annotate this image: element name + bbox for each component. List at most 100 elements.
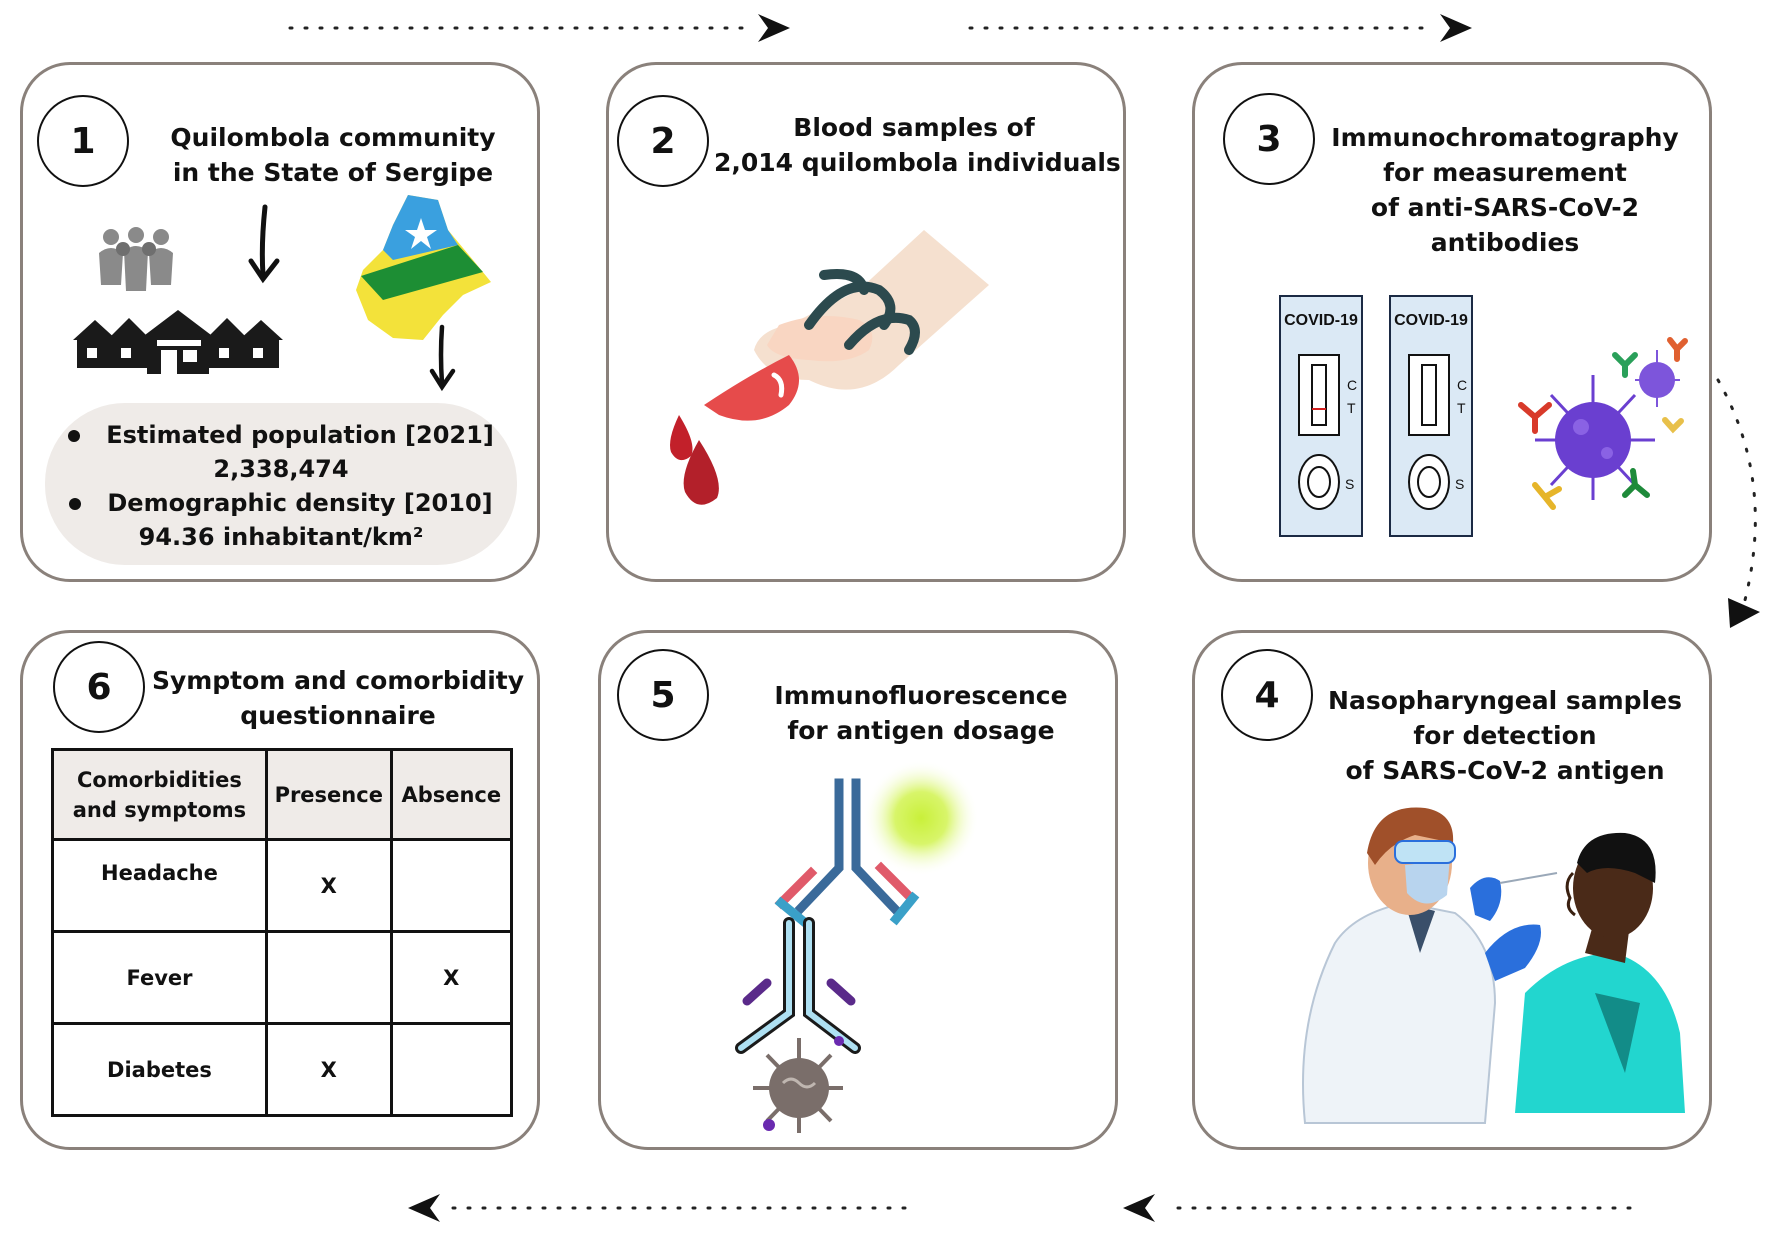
panel-3-immunochromatography: 3 Immunochromatography for measurement o… xyxy=(1192,62,1712,582)
stat-density-label: Demographic density [2010] xyxy=(107,489,493,517)
panel-1-quilombola-community: 1 Quilombola community in the State of S… xyxy=(20,62,540,582)
panel-5-title-line-1: Immunofluorescence xyxy=(774,681,1068,710)
virus-icon xyxy=(769,1058,829,1118)
antibody-yellow-icon-2 xyxy=(1662,417,1684,434)
arrowhead-4 xyxy=(1123,1194,1155,1222)
glove-icon-2 xyxy=(1485,924,1541,981)
bullet-icon xyxy=(68,430,81,442)
rapid-test-strip-1: COVID-19 C T S xyxy=(1279,295,1363,537)
virus-antibodies-illustration xyxy=(1518,337,1688,510)
table-row: Fever X xyxy=(51,930,514,1025)
panel-3-title-line-4: antibodies xyxy=(1430,228,1580,257)
arrowhead-3 xyxy=(1728,598,1760,628)
panel-6-title-line-1: Symptom and comorbidity xyxy=(151,666,525,695)
table-row: Headache X xyxy=(51,838,514,933)
table-cell-presence: X xyxy=(264,838,393,933)
panel-3-title: Immunochromatography for measurement of … xyxy=(1325,120,1685,260)
step-number-5: 5 xyxy=(617,649,709,741)
table-cell-symptom: Fever xyxy=(51,930,268,1025)
doctor-goggles xyxy=(1394,840,1456,864)
arrowhead-1 xyxy=(758,14,790,42)
table-cell-absence xyxy=(389,1022,514,1117)
test-strip-1-mark-c: C xyxy=(1347,377,1357,393)
test-strip-2-mark-c: C xyxy=(1457,377,1467,393)
panel-6-questionnaire: 6 Symptom and comorbidity questionnaire … xyxy=(20,630,540,1150)
panel-2-title: Blood samples of 2,014 quilombola indivi… xyxy=(714,110,1121,180)
glove-icon xyxy=(1470,877,1502,921)
table-header-row: Comorbidities and symptoms Presence Abse… xyxy=(51,748,514,841)
table-cell-absence: X xyxy=(389,930,514,1025)
rapid-test-strip-2: COVID-19 C T S xyxy=(1389,295,1473,537)
panel-1-title: Quilombola community in the State of Ser… xyxy=(148,120,518,190)
test-strip-1-mark-t: T xyxy=(1347,400,1356,416)
patient-shirt xyxy=(1515,953,1685,1113)
test-strip-2-mark-s: S xyxy=(1455,476,1464,492)
test-strip-2-mark-t: T xyxy=(1457,400,1466,416)
down-arrow-icon xyxy=(248,204,280,284)
table-cell-symptom: Headache xyxy=(51,838,268,933)
stat-row-population-label: Estimated population [2021] xyxy=(45,418,517,452)
houses-icon xyxy=(73,310,283,374)
fluorescence-glow xyxy=(863,760,979,876)
antibody-yellow-icon xyxy=(1532,482,1562,510)
table-header-presence: Presence xyxy=(264,748,393,841)
step-number-3: 3 xyxy=(1223,93,1315,185)
panel-2-blood-samples: 2 Blood samples of 2,014 quilombola indi… xyxy=(606,62,1126,582)
stat-population-value: 2,338,474 xyxy=(213,455,349,483)
table-cell-presence: X xyxy=(264,1022,393,1117)
swab-collection-illustration xyxy=(1302,807,1685,1124)
panel-3-title-line-1: Immunochromatography xyxy=(1331,123,1679,152)
antibody-red-icon xyxy=(1518,402,1552,434)
panel-6-title-line-2: questionnaire xyxy=(240,701,436,730)
panel-1-title-line-1: Quilombola community xyxy=(170,123,496,152)
stat-population-label: Estimated population [2021] xyxy=(106,421,494,449)
antibody-green-icon xyxy=(1612,352,1638,378)
antibody-green-icon-2 xyxy=(1622,468,1650,498)
panel-3-title-line-2: for measurement xyxy=(1383,158,1627,187)
antibody-fluorescence-illustration xyxy=(735,760,979,1133)
population-stats-box: Estimated population [2021] 2,338,474 De… xyxy=(45,403,517,565)
step-number-6: 6 xyxy=(53,641,145,733)
arrow-3-to-4-line xyxy=(1716,378,1757,602)
doctor-coat xyxy=(1302,901,1497,1124)
test-strip-2-label: COVID-19 xyxy=(1394,312,1468,329)
symptom-questionnaire-table: Comorbidities and symptoms Presence Abse… xyxy=(51,748,514,1117)
step-number-4: 4 xyxy=(1221,649,1313,741)
panel-4-title-line-3: of SARS-CoV-2 antigen xyxy=(1345,756,1665,785)
sergipe-map-icon xyxy=(356,195,491,340)
panel-4-title-line-2: for detection xyxy=(1413,721,1597,750)
swab-stick xyxy=(1499,872,1558,884)
panel-5-immunofluorescence: 5 Immunofluorescence for antigen dosage xyxy=(598,630,1118,1150)
virus-icon xyxy=(1555,402,1631,478)
table-header-absence: Absence xyxy=(389,748,514,841)
panel-4-title-line-1: Nasopharyngeal samples xyxy=(1328,686,1682,715)
panel-1-title-line-2: in the State of Sergipe xyxy=(172,158,494,187)
virus-small-icon xyxy=(1639,362,1675,398)
bullet-icon xyxy=(69,498,82,510)
panel-5-title-line-2: for antigen dosage xyxy=(787,716,1055,745)
panel-4-nasopharyngeal: 4 Nasopharyngeal samples for detection o… xyxy=(1192,630,1712,1150)
panel-6-title: Symptom and comorbidity questionnaire xyxy=(143,663,533,733)
stat-density-value: 94.36 inhabitant/km² xyxy=(138,523,424,551)
table-cell-presence xyxy=(264,930,393,1025)
panel-5-title: Immunofluorescence for antigen dosage xyxy=(751,678,1091,748)
arrowhead-5 xyxy=(408,1194,440,1222)
table-cell-symptom: Diabetes xyxy=(51,1022,268,1117)
antibody-orange-icon xyxy=(1667,337,1688,362)
panel-2-title-line-2: 2,014 quilombola individuals xyxy=(714,148,1121,177)
table-cell-absence xyxy=(389,838,514,933)
test-strip-1-label: COVID-19 xyxy=(1284,312,1358,329)
table-header-comorbidities: Comorbidities and symptoms xyxy=(51,748,268,841)
people-group-icon xyxy=(99,227,173,291)
down-arrow-icon-2 xyxy=(429,324,456,392)
panel-4-title: Nasopharyngeal samples for detection of … xyxy=(1325,683,1685,788)
panel-3-title-line-3: of anti-SARS-CoV-2 xyxy=(1370,193,1640,222)
finger-prick-illustration xyxy=(670,230,989,505)
step-number-2: 2 xyxy=(617,95,709,187)
stat-row-density-label: Demographic density [2010] xyxy=(45,486,517,520)
arrowhead-2 xyxy=(1440,14,1472,42)
panel-2-title-line-1: Blood samples of xyxy=(793,113,1035,142)
table-row: Diabetes X xyxy=(51,1022,514,1117)
test-strip-1-mark-s: S xyxy=(1345,476,1354,492)
